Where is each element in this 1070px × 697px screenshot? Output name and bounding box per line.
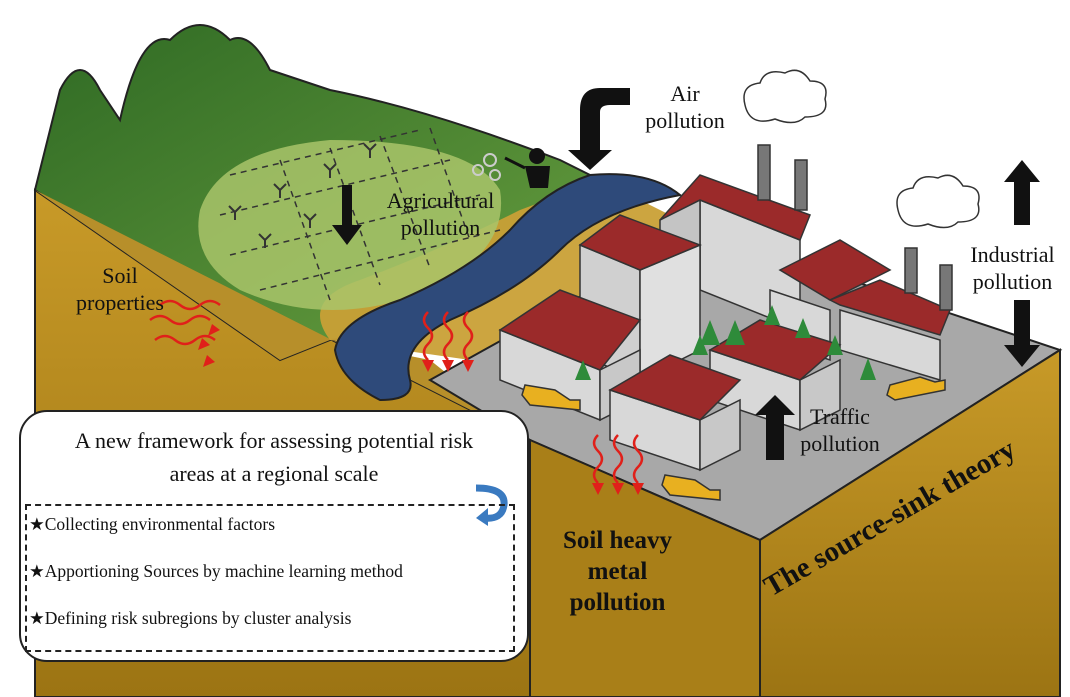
framework-step-1: ★Collecting environmental factors	[29, 514, 276, 534]
soil-heavy-metal-pollution-label: Soil heavy metal pollution	[562, 527, 673, 616]
framework-step-3: ★Defining risk subregions by cluster ana…	[29, 608, 352, 628]
framework-title: A new framework for assessing potential …	[74, 428, 474, 486]
spray-mist	[472, 153, 501, 181]
cloud-icon	[743, 69, 980, 229]
traffic-up-arrow-icon	[755, 395, 795, 460]
industrial-pollution-label: Industrial pollution	[970, 242, 1055, 294]
industrial-up-arrow-icon	[1004, 160, 1040, 225]
air-pollution-label: Air pollution	[645, 81, 725, 133]
agricultural-pollution-label: Agricultural pollution	[386, 188, 495, 240]
heat-arrowheads	[198, 324, 644, 495]
framework-steps: ★Collecting environmental factors ★Appor…	[25, 504, 515, 652]
tree-icon	[575, 305, 876, 380]
chimney-icon	[757, 144, 953, 311]
agricultural-arrow-icon	[332, 185, 362, 245]
river	[333, 173, 683, 402]
buildings	[498, 174, 951, 472]
soil-properties-label: Soil properties	[76, 263, 164, 315]
right-soil-front-right	[759, 348, 1061, 697]
traffic-pollution-label: Traffic pollution	[800, 404, 880, 456]
plant-icons	[228, 143, 377, 248]
heat-arrows	[149, 299, 644, 484]
framework-step-2: ★Apportioning Sources by machine learnin…	[29, 561, 403, 581]
air-pollution-arrow-icon	[568, 88, 630, 170]
car-icon	[521, 376, 946, 501]
industrial-down-arrow-icon	[1004, 300, 1040, 367]
field-grid	[219, 127, 501, 301]
farmer-icon	[504, 148, 550, 188]
framework-panel: A new framework for assessing potential …	[19, 410, 529, 662]
right-soil-front-left	[529, 438, 761, 697]
